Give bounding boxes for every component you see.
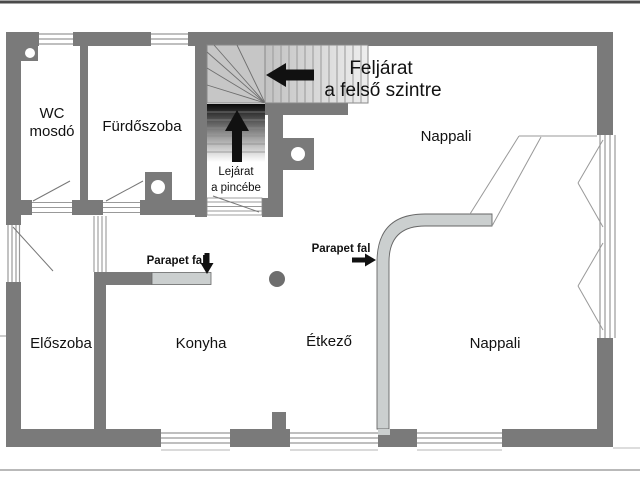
staircase-down [206, 104, 265, 216]
straight-stair-run [264, 44, 369, 104]
basement-label-box [207, 162, 265, 197]
top-wall-segment [73, 32, 151, 46]
window-top-bathroom [151, 33, 188, 45]
entrance-door-leaf [12, 226, 54, 272]
column-symbol [269, 271, 285, 287]
wc-bathroom-pier [72, 200, 103, 215]
hall-passage-opening [93, 216, 107, 272]
interior-walls [21, 46, 348, 430]
wc-door-leaf [32, 180, 71, 202]
parapet-wall-end [378, 429, 390, 435]
bathroom-flue-circle [151, 180, 165, 194]
parapet-dining-arrow-icon [352, 253, 376, 267]
stairhall-flue-circle [291, 147, 305, 161]
door-swings [12, 180, 144, 272]
bathroom-door-leaf [105, 180, 144, 202]
bathroom-bottom-wall [140, 200, 211, 215]
bottom-wall-pier [272, 412, 286, 429]
window-right-large [599, 135, 616, 338]
stair-break-line [212, 195, 260, 213]
dining-parapet-wall-curved [376, 213, 493, 430]
room-label-dining: Étkező [306, 333, 352, 350]
top-wall-segment [188, 32, 613, 46]
gallery-edge-lines [469, 135, 597, 227]
windows [7, 33, 616, 451]
stair-shaft-right-wall [268, 115, 283, 200]
right-wall-lower [597, 338, 613, 447]
kitchen-parapet-solid [94, 272, 152, 285]
left-wall-segment [6, 282, 21, 447]
parapet-kitchen-arrow-icon [200, 253, 214, 274]
annotation-basement-line1: Lejárat [218, 166, 254, 178]
wc-door-opening [32, 201, 72, 214]
bottom-wall-segment [230, 429, 290, 447]
stair-shaft-pier [262, 198, 283, 217]
bottom-wall-segment [6, 429, 161, 447]
wc-pier-flue-circle [25, 48, 35, 58]
window-top-wc [39, 33, 73, 45]
annotation-parapet-dining: Parapet fal [312, 243, 371, 255]
annotation-basement-line2: a pincébe [211, 182, 261, 194]
entrance-door-left [7, 225, 21, 282]
window-bottom-2 [290, 432, 378, 451]
hall-kitchen-wall [94, 272, 106, 430]
window-bottom-1 [161, 432, 230, 451]
wall-below-stairs [265, 102, 348, 115]
annotation-parapet-kitchen: Parapet fal [147, 255, 206, 267]
staircase-up [206, 44, 369, 104]
bottom-wall-segment [502, 429, 613, 447]
interior-door-openings [32, 201, 140, 272]
room-label-living-lower: Nappali [470, 335, 521, 352]
room-label-living-upper: Nappali [421, 128, 472, 145]
wc-bottom-wall [21, 200, 32, 215]
room-label-wc-line1: WC [40, 105, 65, 122]
window-bottom-3 [417, 432, 502, 451]
annotation-upstairs-line2: a felső szintre [324, 80, 441, 101]
exterior-walls [6, 32, 613, 447]
annotation-upstairs-line1: Feljárat [349, 58, 413, 79]
bathroom-right-wall [195, 46, 207, 217]
stairs-up-arrow-icon [266, 63, 314, 87]
room-label-hall: Előszoba [30, 335, 92, 352]
kitchen-parapet-wall [151, 272, 212, 285]
stairs-down-arrow-icon [225, 110, 249, 162]
window-opening-lines [577, 139, 604, 331]
wc-bathroom-divider-wall [80, 46, 88, 200]
room-label-kitchen: Konyha [176, 335, 228, 352]
room-label-wc-line2: mosdó [29, 123, 74, 140]
right-wall-upper [597, 32, 613, 135]
room-label-bathroom: Fürdőszoba [102, 118, 182, 135]
bathroom-door-opening [103, 201, 140, 214]
winder-tread-lines [206, 44, 266, 104]
basement-entry-tread-lines [207, 201, 262, 212]
left-wall-segment [6, 32, 21, 225]
